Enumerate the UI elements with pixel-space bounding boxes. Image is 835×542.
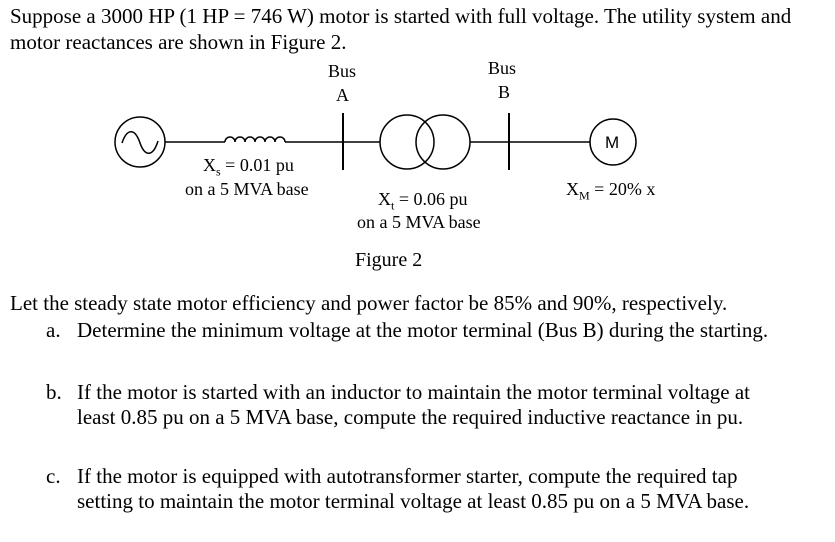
question-paragraph: Let the steady state motor efficiency an… <box>10 291 728 315</box>
list-item-marker: b. <box>46 380 62 404</box>
xt-base-label: on a 5 MVA base <box>357 212 481 232</box>
xt-value-label: Xt = 0.06 pu <box>378 189 468 213</box>
motor-symbol <box>589 118 637 166</box>
bus-b-id: B <box>498 82 511 102</box>
xm-value-label: XM = 20% x <box>566 179 656 203</box>
list-item-text: Determine the minimum voltage at the mot… <box>77 318 769 342</box>
ac-source-symbol <box>114 116 166 168</box>
list-item-marker: a. <box>46 318 61 342</box>
figure-caption: Figure 2 <box>355 249 423 271</box>
motor-letter: M <box>605 133 620 152</box>
xs-base-label: on a 5 MVA base <box>185 179 309 199</box>
bus-b-label: Bus <box>488 58 517 78</box>
xs-inductor-symbol <box>224 136 286 143</box>
list-item-text: If the motor is started with an inductor… <box>77 380 750 429</box>
list-item-marker: c. <box>46 464 61 488</box>
xs-value-label: Xs = 0.01 pu <box>203 155 294 179</box>
transformer-symbol <box>379 114 471 170</box>
bus-a-id: A <box>336 85 349 105</box>
bus-a-label: Bus <box>328 61 357 81</box>
list-item-text: If the motor is equipped with autotransf… <box>77 464 750 513</box>
intro-paragraph: Suppose a 3000 HP (1 HP = 746 W) motor i… <box>10 4 792 54</box>
